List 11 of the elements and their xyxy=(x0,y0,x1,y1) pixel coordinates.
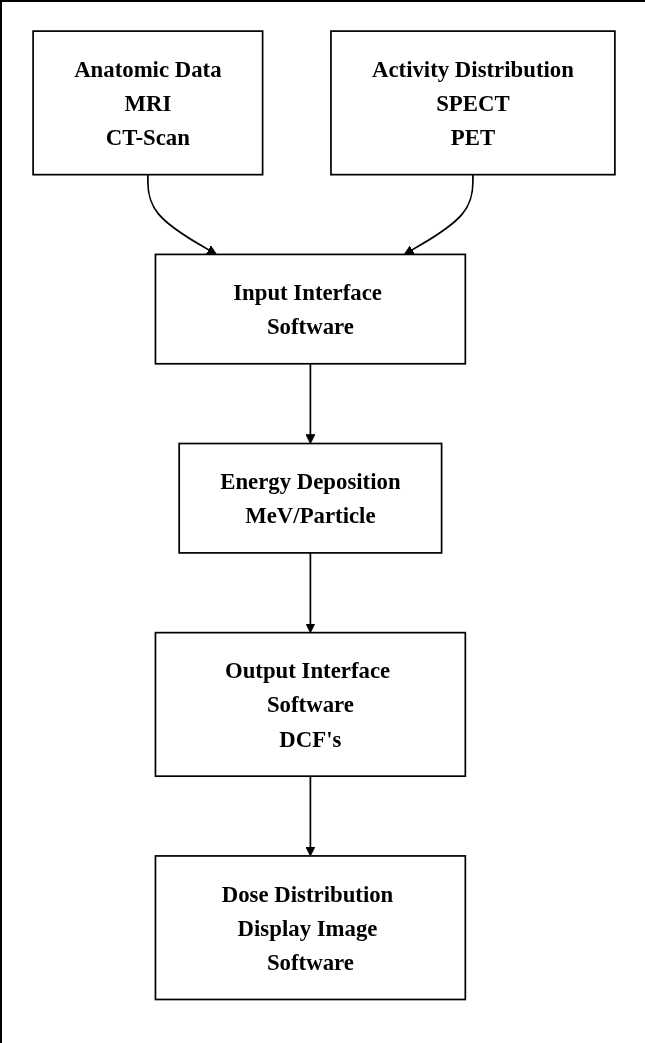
arrow xyxy=(304,775,315,857)
arrow xyxy=(403,173,474,255)
arrow xyxy=(304,552,315,634)
arrow xyxy=(304,362,315,444)
node-box: Output Interface Software DCF's xyxy=(154,631,466,778)
node-box: Energy Deposition MeV/Particle xyxy=(177,442,442,554)
node-box: Dose Distribution Display Image Software xyxy=(154,855,466,1001)
node-box: Input Interface Software xyxy=(154,253,466,365)
node-box: Activity Distribution SPECT PET xyxy=(329,30,616,176)
arrow xyxy=(146,173,217,255)
node-box: Anatomic Data MRI CT-Scan xyxy=(31,30,263,176)
